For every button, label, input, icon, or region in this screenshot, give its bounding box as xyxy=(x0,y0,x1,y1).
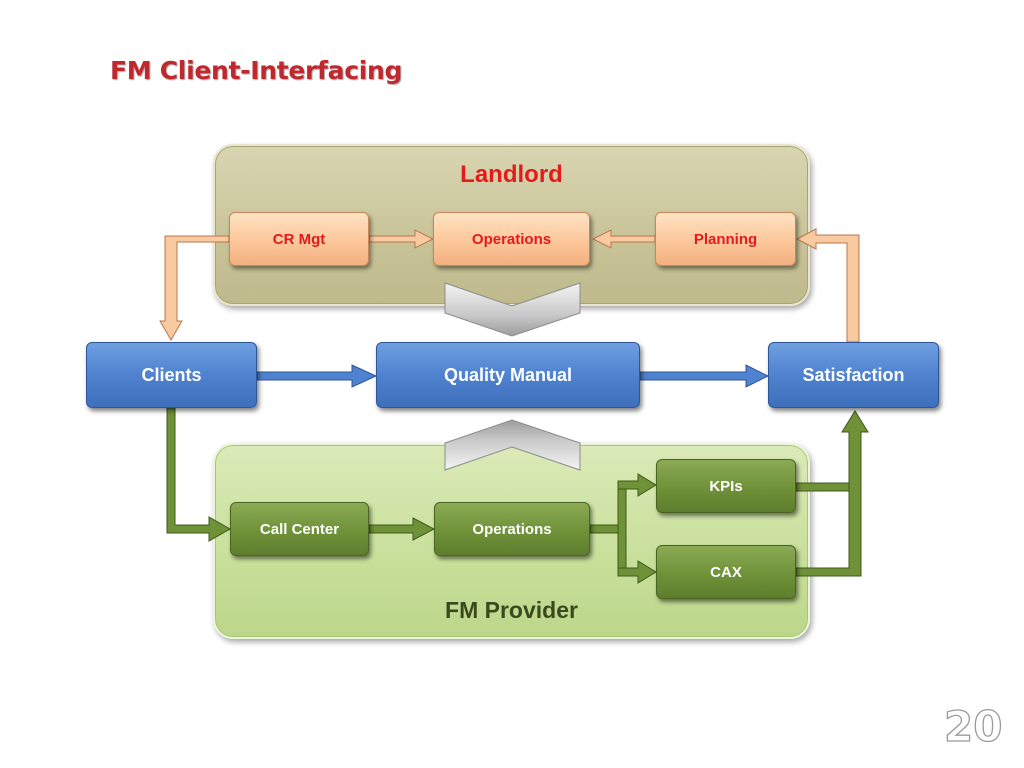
call-center-label: Call Center xyxy=(259,520,340,538)
main-row-connectors xyxy=(256,364,770,388)
cax-box: CAX xyxy=(656,545,796,599)
landlord-operations-label: Operations xyxy=(471,230,552,248)
cax-label: CAX xyxy=(710,563,742,581)
arrow-satisfaction-to-planning xyxy=(795,228,860,343)
arrow-quality-manual-to-satisfaction xyxy=(639,364,770,388)
call-center-box: Call Center xyxy=(230,502,369,556)
provider-operations-box: Operations xyxy=(434,502,590,556)
quality-manual-box: Quality Manual xyxy=(376,342,640,408)
arrow-crmgt-to-operations xyxy=(368,229,435,249)
cr-mgt-label: CR Mgt xyxy=(272,230,326,248)
satisfaction-label: Satisfaction xyxy=(802,364,905,385)
clients-box: Clients xyxy=(86,342,257,408)
landlord-label: Landlord xyxy=(460,161,563,188)
fm-provider-label: FM Provider xyxy=(445,597,578,623)
clients-label: Clients xyxy=(141,364,202,385)
cr-mgt-box: CR Mgt xyxy=(229,212,369,266)
satisfaction-box: Satisfaction xyxy=(768,342,939,408)
planning-label: Planning xyxy=(693,230,758,248)
provider-connectors xyxy=(166,407,869,584)
chevron-down-icon xyxy=(444,282,581,337)
planning-box: Planning xyxy=(655,212,796,266)
arrow-branch-to-cax xyxy=(617,560,657,584)
arrow-kpis-to-merge xyxy=(795,482,850,492)
kpis-label: KPIs xyxy=(709,477,743,495)
arrow-cax-to-satisfaction xyxy=(795,410,869,577)
arrow-clients-to-call-center xyxy=(166,407,232,542)
arrow-crmgt-to-clients xyxy=(159,235,230,341)
branch-vertical xyxy=(617,484,627,577)
arrow-branch-to-kpis xyxy=(617,473,657,497)
page-number: 20 xyxy=(943,701,1003,751)
arrow-operations-to-branch xyxy=(589,524,621,534)
slide-title: FM Client-Interfacing xyxy=(110,56,403,85)
arrow-clients-to-quality-manual xyxy=(256,364,378,388)
landlord-operations-box: Operations xyxy=(433,212,590,266)
provider-operations-label: Operations xyxy=(472,520,552,538)
arrow-call-center-to-operations xyxy=(368,517,436,541)
quality-manual-label: Quality Manual xyxy=(443,364,573,385)
landlord-connectors xyxy=(159,228,860,343)
arrow-planning-to-operations xyxy=(591,229,656,249)
chevron-up-icon xyxy=(444,419,581,471)
kpis-box: KPIs xyxy=(656,459,796,513)
